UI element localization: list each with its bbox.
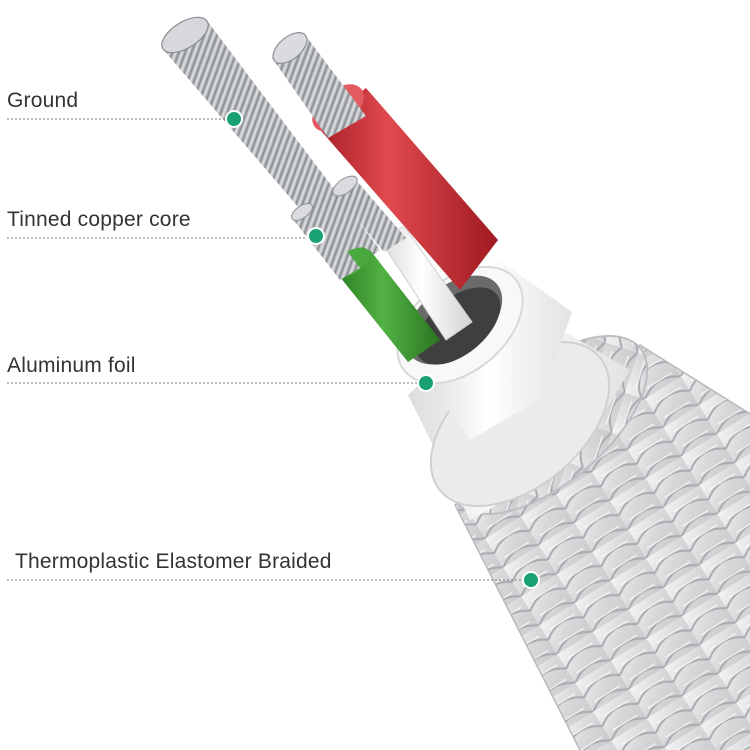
red-wire xyxy=(272,32,498,290)
tpe-marker-dot xyxy=(522,571,540,589)
ground-strands xyxy=(161,16,380,270)
aluminum-foil-label: Aluminum foil xyxy=(7,354,136,377)
callout-markers xyxy=(225,110,540,589)
ground-marker-dot xyxy=(225,110,243,128)
tinned-copper-core-label: Tinned copper core xyxy=(7,208,191,231)
foil-marker-dot xyxy=(417,374,435,392)
green-wire xyxy=(291,203,440,362)
ground-label: Ground xyxy=(7,89,79,112)
leader-lines xyxy=(7,118,526,581)
core-marker-dot xyxy=(307,227,325,245)
white-wire xyxy=(332,175,473,341)
braided-jacket-label: Thermoplastic Elastomer Braided xyxy=(15,550,332,573)
